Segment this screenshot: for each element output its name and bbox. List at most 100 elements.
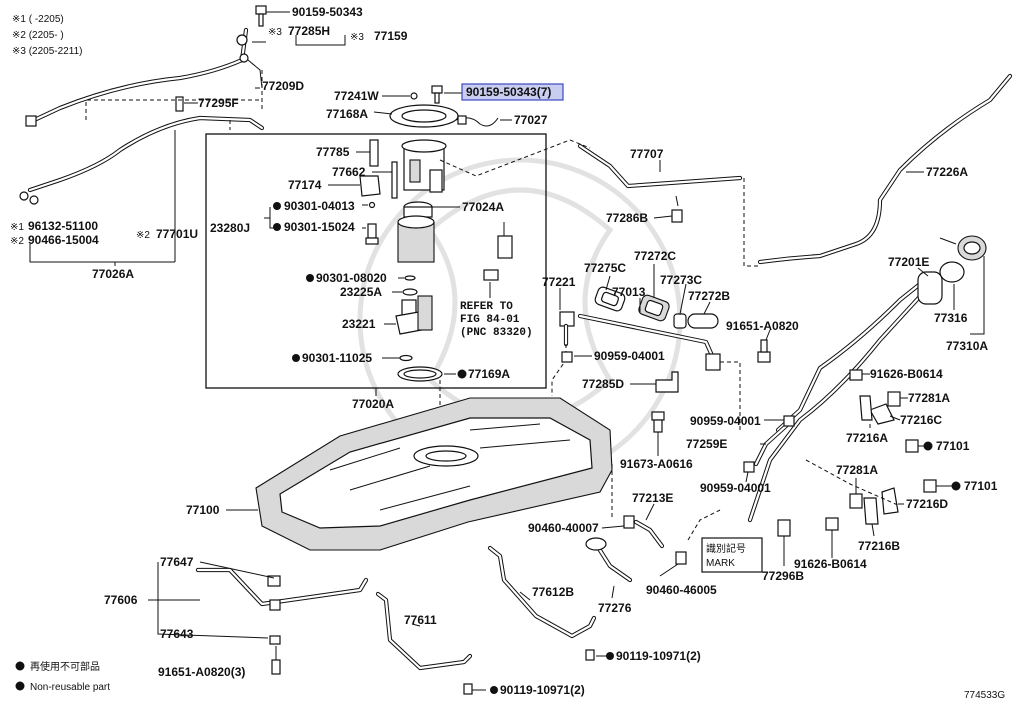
label-77201e: 77201E xyxy=(888,255,929,269)
label-90301-15024: 90301-15024 xyxy=(284,220,355,234)
pump-bracket-77785 xyxy=(369,139,379,167)
bolt-77101-b xyxy=(923,479,937,493)
gasket-77169a xyxy=(397,366,443,382)
label-77606: 77606 xyxy=(104,593,138,607)
label-77612b: 77612B xyxy=(532,585,574,599)
refer-line-3: (PNC 83320) xyxy=(460,327,533,339)
mark-box-en: MARK xyxy=(706,558,735,569)
bracket-77216a xyxy=(859,395,873,421)
hose-77213e xyxy=(623,515,687,565)
strap-77611 xyxy=(375,591,473,671)
bracket-77216c xyxy=(869,403,895,425)
bolt-91651-strap xyxy=(269,635,281,675)
non-reusable-bullet-9 xyxy=(951,481,961,491)
grommet-77272b xyxy=(687,313,719,329)
hose-77276 xyxy=(585,537,633,583)
label-23221: 23221 xyxy=(342,317,376,331)
label-90301-08020: 90301-08020 xyxy=(316,271,387,285)
label-77662: 77662 xyxy=(332,165,366,179)
label-23225a: 23225A xyxy=(340,285,382,299)
bracket-77285d xyxy=(655,371,679,393)
note-line-2: ※2 (2205- ) xyxy=(12,30,64,41)
label-77026a: 77026A xyxy=(92,267,134,281)
label-90301-04013: 90301-04013 xyxy=(284,199,355,213)
bolt-90119-strap-left xyxy=(463,683,473,695)
collar-77273c xyxy=(673,313,687,329)
mark-box: 識別記号 MARK xyxy=(701,537,763,573)
label-77785: 77785 xyxy=(316,145,350,159)
bracket-77216d xyxy=(881,487,899,515)
label-90119-10971-2-left: 90119-10971(2) xyxy=(500,683,585,697)
label-77213e: 77213E xyxy=(632,491,673,505)
clamp-77286b xyxy=(671,195,683,223)
label-90159-50343-top: 90159-50343 xyxy=(292,5,363,19)
label-77020a: 77020A xyxy=(352,397,394,411)
non-reusable-bullet-2 xyxy=(273,223,281,231)
mark-box-jp: 識別記号 xyxy=(706,542,746,555)
label-77281a-a: 77281A xyxy=(908,391,950,405)
note-marker-3b: ※3 xyxy=(350,32,364,43)
label-77295f: 77295F xyxy=(198,96,239,110)
cap-77310a xyxy=(939,235,987,261)
o-ring-90301-04013 xyxy=(368,201,376,209)
fuel-pump-23221 xyxy=(395,295,433,335)
label-77285d: 77285D xyxy=(582,377,624,391)
label-90959-04001-a: 90959-04001 xyxy=(594,349,665,363)
bolt-top-left xyxy=(255,5,267,27)
fuel-pump-module xyxy=(401,139,447,193)
bolt-77101-a xyxy=(905,439,919,453)
valve-90301-15024 xyxy=(365,223,379,245)
refer-line-2: FIG 84-01 xyxy=(460,314,520,326)
legend-bullet-jp xyxy=(15,661,25,671)
non-reusable-bullet-8 xyxy=(923,441,933,451)
label-77013: 77013 xyxy=(612,285,646,299)
label-77296b: 77296B xyxy=(762,569,804,583)
label-77241w: 77241W xyxy=(334,89,379,103)
label-77281a-b: 77281A xyxy=(836,463,878,477)
vent-hose-upper xyxy=(25,27,249,127)
note-marker-1: ※1 xyxy=(10,222,24,233)
clip-77296b xyxy=(777,519,791,537)
gasket-77241w xyxy=(410,92,418,100)
plate-77272c xyxy=(638,294,670,322)
label-91651-a0820: 91651-A0820 xyxy=(726,319,799,333)
label-91626-b0614-b: 91626-B0614 xyxy=(794,557,867,571)
vent-hose-lower xyxy=(19,115,265,205)
non-reusable-bullet-6 xyxy=(606,652,614,660)
clamp-77281a-b xyxy=(849,493,863,509)
cap-77316 xyxy=(939,261,965,283)
legend-jp: 再使用不可部品 xyxy=(30,660,100,673)
highlight-box-90159-50343-7 xyxy=(461,83,564,101)
label-90959-04001-b: 90959-04001 xyxy=(690,414,761,428)
label-77273c: 77273C xyxy=(660,273,702,287)
label-77024a: 77024A xyxy=(462,200,504,214)
label-77647: 77647 xyxy=(160,555,194,569)
label-77169a: 77169A xyxy=(468,367,510,381)
label-77275c: 77275C xyxy=(584,261,626,275)
label-77216d: 77216D xyxy=(906,497,948,511)
note-line-1: ※1 ( -2205) xyxy=(12,14,64,25)
label-90159-50343-7[interactable]: 90159-50343(7) xyxy=(466,85,551,99)
label-91673-a0616: 91673-A0616 xyxy=(620,457,693,471)
o-ring-90301-11025 xyxy=(399,354,413,362)
label-77259e: 77259E xyxy=(686,437,727,451)
label-77027: 77027 xyxy=(514,113,548,127)
label-77272c: 77272C xyxy=(634,249,676,263)
breather-tube-77226a xyxy=(757,73,1013,265)
filter-77024a xyxy=(397,201,435,263)
label-77101-b: 77101 xyxy=(964,479,998,493)
label-96132-51100: 96132-51100 xyxy=(28,219,98,233)
label-91626-b0614-a: 91626-B0614 xyxy=(870,367,943,381)
non-reusable-bullet-7 xyxy=(490,686,498,694)
non-reusable-bullet-1 xyxy=(273,202,281,210)
label-77216c: 77216C xyxy=(900,413,942,427)
fuel-tank-77100 xyxy=(255,397,613,551)
vent-line-77707 xyxy=(577,143,743,189)
label-77276: 77276 xyxy=(598,601,632,615)
note-marker-2b: ※2 xyxy=(136,230,150,241)
clip-90959-04001-a xyxy=(561,351,573,363)
bolt-90159-50343-7 xyxy=(431,85,443,104)
label-77611: 77611 xyxy=(404,613,437,627)
strap-77612b xyxy=(487,545,597,639)
label-77272b: 77272B xyxy=(688,289,730,303)
